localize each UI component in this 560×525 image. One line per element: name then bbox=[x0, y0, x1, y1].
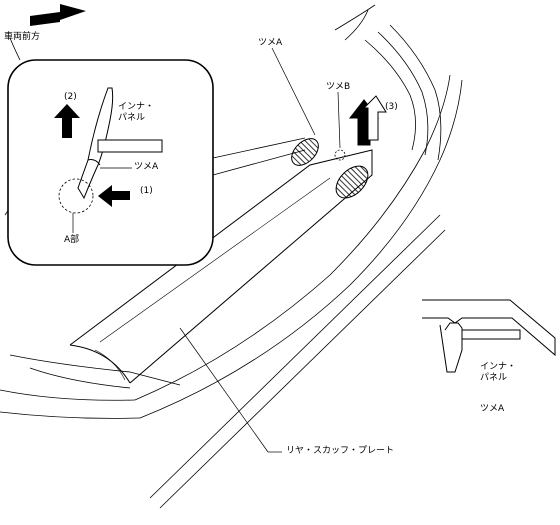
cross-section-view bbox=[422, 299, 556, 373]
body-panel-outlines bbox=[0, 4, 463, 509]
step-1-label: (1) bbox=[140, 186, 153, 196]
tab-a-section-label: ツメA bbox=[480, 404, 505, 414]
tab-a-label: ツメA bbox=[258, 38, 283, 48]
part-a-label: A部 bbox=[64, 235, 80, 245]
scuff-plate-label: リヤ・スカッフ・プレート bbox=[286, 446, 395, 456]
step-3-label: (3) bbox=[385, 102, 398, 112]
detail-callout bbox=[7, 59, 306, 266]
tab-detail-shape bbox=[77, 87, 163, 200]
tab-b-label: ツメB bbox=[326, 82, 351, 92]
leader-lines bbox=[179, 47, 341, 453]
tab-a-opening bbox=[291, 138, 319, 166]
lift-arrow-2 bbox=[54, 104, 80, 138]
tab-a-detail-label: ツメA bbox=[134, 162, 159, 172]
front-direction-label: 車両前方 bbox=[4, 32, 41, 42]
front-direction-arrow bbox=[30, 4, 86, 26]
part-a-marker bbox=[58, 178, 94, 214]
removal-arrows-3 bbox=[348, 95, 387, 146]
inner-panel-section-label: インナ・ パネル bbox=[480, 362, 517, 383]
tab-a-opening-2 bbox=[335, 165, 369, 199]
tab-b-marker bbox=[334, 149, 346, 161]
push-arrow-1 bbox=[98, 185, 130, 207]
scuff-plate bbox=[69, 149, 373, 384]
inner-panel-detail-label: インナ・ パネル bbox=[118, 102, 155, 123]
step-2-label: (2) bbox=[64, 92, 77, 102]
